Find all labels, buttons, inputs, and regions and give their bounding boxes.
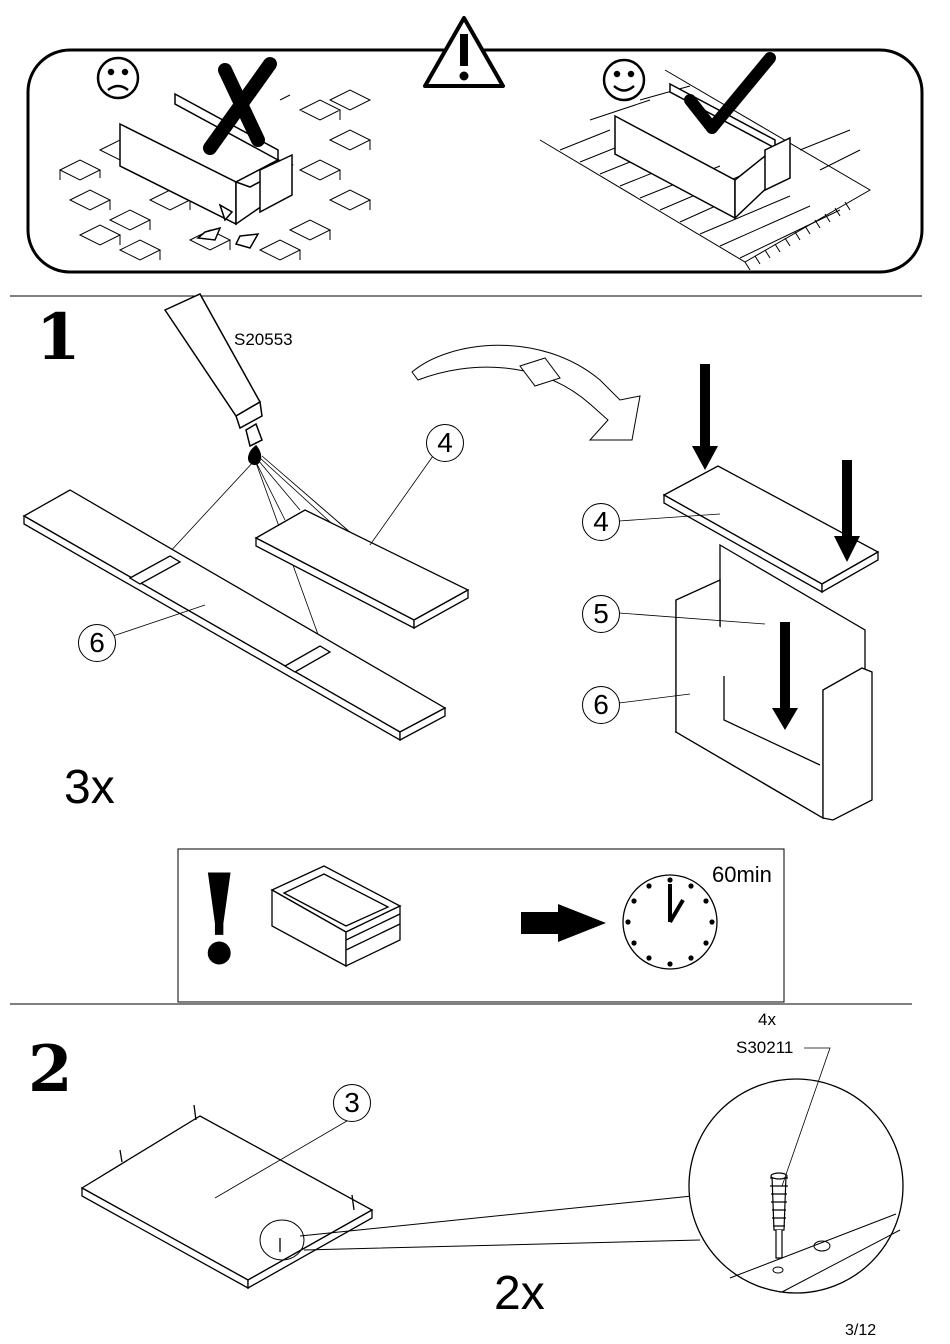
- warning-triangle-icon: [425, 18, 503, 86]
- part-5-callout: 5: [582, 595, 620, 633]
- page-number: 3/12: [845, 1322, 876, 1340]
- step-1-quantity: 3x: [64, 760, 115, 815]
- step-1-number: 1: [36, 306, 81, 370]
- fitting-code-label: S30211: [736, 1038, 793, 1058]
- part-3-callout: 3: [333, 1084, 371, 1122]
- step-2-quantity: 2x: [494, 1266, 545, 1321]
- part-6-callout: 6: [582, 686, 620, 724]
- part-4-callout: 4: [426, 424, 464, 462]
- step-2-number: 2: [28, 1038, 73, 1102]
- panel-3-illustration: [82, 1105, 372, 1288]
- clock-icon: [623, 875, 717, 969]
- glue-code-label: S20553: [234, 330, 293, 350]
- happy-face-icon: [604, 60, 644, 100]
- wait-time-label: 60min: [712, 862, 772, 888]
- drawer-illustration: [272, 866, 400, 966]
- part-4-callout: 4: [582, 503, 620, 541]
- fitting-count-label: 4x: [758, 1010, 776, 1030]
- glue-tube-illustration: [165, 294, 262, 464]
- sad-face-icon: [98, 58, 138, 98]
- part-6-callout: 6: [78, 624, 116, 662]
- board-6-illustration: [24, 490, 445, 740]
- notice-exclamation: !: [192, 848, 246, 993]
- right-arrow-icon: [521, 904, 606, 942]
- board-4-illustration: [256, 510, 468, 628]
- notice-box: [178, 849, 784, 1002]
- broken-box-illustration: [120, 94, 292, 248]
